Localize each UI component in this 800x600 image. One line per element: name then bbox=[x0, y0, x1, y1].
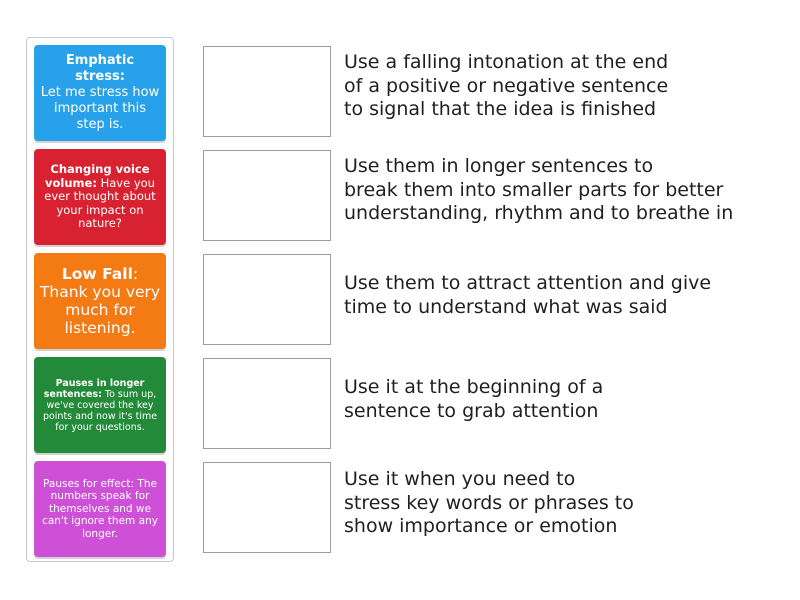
card-title: Pauses in longer sentences: bbox=[43, 377, 145, 400]
answer-card-changing-voice-volume[interactable]: Changing voice volume: Have you ever tho… bbox=[34, 149, 166, 245]
drop-zone-2[interactable] bbox=[203, 150, 331, 241]
card-title: Low Fall bbox=[61, 265, 133, 283]
card-text: Pauses in longer sentences: To sum up, w… bbox=[39, 378, 161, 433]
drop-zone-3[interactable] bbox=[203, 254, 331, 345]
description-2: Use them in longer sentences to break th… bbox=[344, 155, 734, 224]
description-5: Use it when you need to stress key words… bbox=[344, 468, 634, 537]
description-3: Use them to attract attention and give t… bbox=[344, 272, 712, 318]
card-text: Changing voice volume: Have you ever tho… bbox=[39, 163, 161, 231]
drop-zone-1[interactable] bbox=[203, 46, 331, 137]
description-1: Use a falling intonation at the end of a… bbox=[344, 51, 669, 120]
drop-zone-5[interactable] bbox=[203, 462, 331, 553]
card-body: : Thank you very much for listening. bbox=[39, 265, 161, 337]
answer-card-emphatic-stress[interactable]: Emphatic stress: Let me stress how impor… bbox=[34, 45, 166, 141]
card-text: Pauses for effect: The numbers speak for… bbox=[39, 478, 161, 541]
card-body: Pauses for effect: The numbers speak for… bbox=[42, 477, 158, 540]
card-body: Have you ever thought about your impact … bbox=[44, 175, 156, 231]
card-text: Low Fall: Thank you very much for listen… bbox=[39, 265, 161, 337]
card-title: Changing voice volume: bbox=[45, 162, 150, 190]
card-title: Emphatic stress: bbox=[65, 53, 135, 84]
answer-card-low-fall[interactable]: Low Fall: Thank you very much for listen… bbox=[34, 253, 166, 349]
card-body: Let me stress how important this step is… bbox=[40, 85, 160, 132]
card-text: Emphatic stress: Let me stress how impor… bbox=[39, 53, 161, 133]
answer-card-pauses-in-longer-sentences[interactable]: Pauses in longer sentences: To sum up, w… bbox=[34, 357, 166, 453]
card-body: To sum up, we've covered the key points … bbox=[42, 388, 158, 433]
answer-card-pauses-for-effect[interactable]: Pauses for effect: The numbers speak for… bbox=[34, 461, 166, 557]
description-4: Use it at the beginning of a sentence to… bbox=[344, 376, 604, 422]
drop-zone-4[interactable] bbox=[203, 358, 331, 449]
